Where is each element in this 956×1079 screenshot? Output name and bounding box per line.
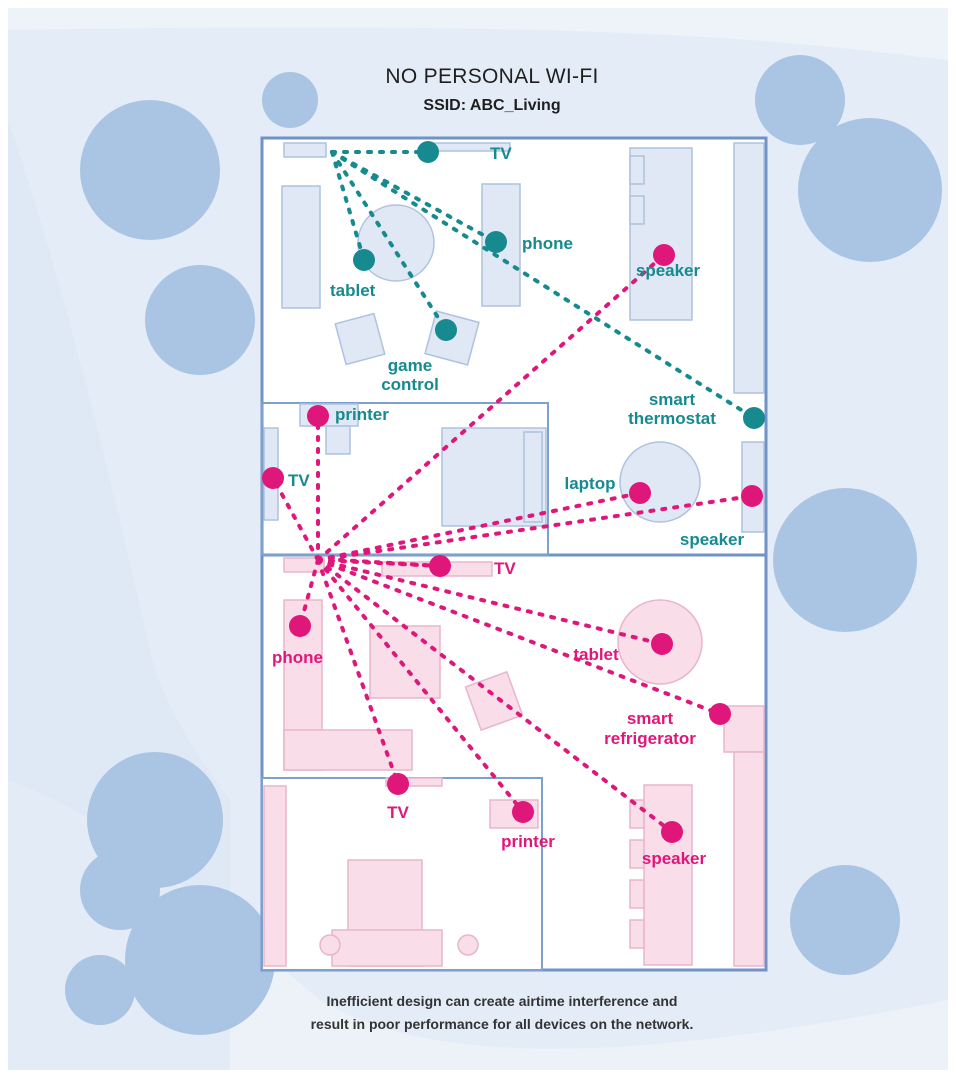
lower-labels: speaker printer TV laptop speaker TV pho… [272,261,745,868]
tv-label-left: TV [288,471,310,490]
tv-label-bottom: TV [387,803,409,822]
printer-label-bottom: printer [501,832,555,851]
phone-node [289,615,311,637]
tv-node [262,467,284,489]
speaker-label-bottom: speaker [642,849,707,868]
printer-node [512,801,534,823]
lower-connections [271,253,754,834]
phone-node [485,231,507,253]
tablet-node [651,633,673,655]
diagram-title: NO PERSONAL WI-FI [385,65,598,88]
smart-thermostat-node [743,407,765,429]
tv-node [417,141,439,163]
game-control-node [435,319,457,341]
caption-line-2: result in poor performance for all devic… [311,1016,694,1032]
trees [65,55,942,1035]
lower-devices [262,244,763,843]
thermostat-label-line1: smart [649,390,696,409]
lower-furniture [263,557,765,967]
upper-labels: TV tablet phone game control smart therm… [330,144,716,428]
thermostat-label-line2: thermostat [628,409,716,428]
tablet-label: tablet [573,645,619,664]
tv-label: TV [490,144,512,163]
laptop-label: laptop [565,474,616,493]
game-control-label-line1: game [388,356,432,375]
printer-node [307,405,329,427]
phone-label: phone [272,648,323,667]
refrigerator-label-line1: smart [627,709,674,728]
smart-refrigerator-node [709,703,731,725]
speaker-node [653,244,675,266]
tv-node [387,773,409,795]
speaker-node [661,821,683,843]
speaker-label-top: speaker [636,261,701,280]
game-control-label-line2: control [381,375,439,394]
upper-devices [353,141,765,429]
tablet-node [353,249,375,271]
phone-label: phone [522,234,573,253]
diagram-subtitle: SSID: ABC_Living [423,97,560,114]
tv-node [429,555,451,577]
upper-furniture [263,142,765,533]
speaker-label-right: speaker [680,530,745,549]
speaker-node [741,485,763,507]
laptop-node [629,482,651,504]
printer-label-top: printer [335,405,389,424]
tv-label-mid: TV [494,559,516,578]
upper-connections [330,150,756,420]
refrigerator-label-line2: refrigerator [604,729,696,748]
caption-line-1: Inefficient design can create airtime in… [327,993,678,1009]
tablet-label: tablet [330,281,376,300]
